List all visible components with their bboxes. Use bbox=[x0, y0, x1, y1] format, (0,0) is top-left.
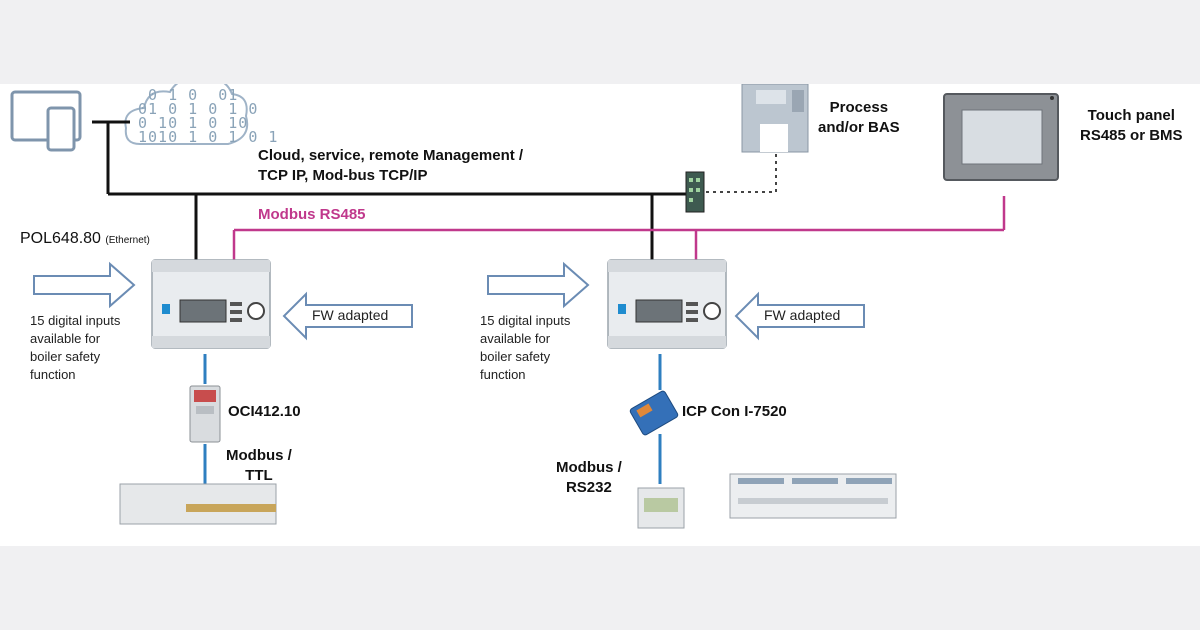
fw-adapted-right-label: FW adapted bbox=[764, 307, 841, 323]
dotted-link bbox=[706, 144, 777, 193]
network-switch-icon bbox=[685, 171, 705, 213]
fw-adapted-arrow-left bbox=[282, 291, 413, 341]
touch-panel-label: Touch panel RS485 or BMS bbox=[1080, 107, 1183, 144]
digital-inputs-arrow-right bbox=[487, 261, 590, 309]
process-device-icon bbox=[741, 84, 809, 153]
io-module-left-icon bbox=[119, 483, 277, 525]
oci-module-icon bbox=[189, 385, 221, 443]
ethernet-bus bbox=[92, 120, 686, 260]
display-unit-icon bbox=[637, 487, 685, 529]
controller-right-icon bbox=[607, 259, 727, 349]
modbus-rs485-label: Modbus RS485 bbox=[258, 206, 366, 223]
controller-left-icon bbox=[151, 259, 271, 349]
touch-panel-icon bbox=[943, 93, 1059, 181]
digital-inputs-right-text: 15 digital inputs available for boiler s… bbox=[480, 313, 571, 382]
pol-model-label: POL648.80 (Ethernet) bbox=[20, 230, 150, 247]
process-label: Process and/or BAS bbox=[818, 99, 900, 136]
binary-cloud-text: 0 1 0 01 01 0 1 0 1 0 0 10 1 0 10 1010 1… bbox=[138, 86, 279, 146]
cloud-label: Cloud, service, remote Management / TCP … bbox=[258, 147, 524, 184]
network-diagram bbox=[10, 84, 1059, 529]
fw-adapted-arrow-right bbox=[734, 291, 865, 341]
diagram-canvas: 0 1 0 01 01 0 1 0 1 0 0 10 1 0 10 1010 1… bbox=[0, 84, 1200, 546]
digital-inputs-arrow-left bbox=[33, 261, 136, 309]
digital-inputs-left-text: 15 digital inputs available for boiler s… bbox=[30, 313, 121, 382]
modbus-rs232-label: Modbus / RS232 bbox=[556, 459, 622, 496]
tablet-device-icon bbox=[10, 90, 82, 152]
oci-label: OCI412.10 bbox=[228, 403, 301, 420]
modbus-ttl-label: Modbus / TTL bbox=[226, 447, 292, 484]
icp-label: ICP Con I-7520 bbox=[682, 403, 787, 420]
blue-links bbox=[203, 354, 662, 494]
cloud-icon bbox=[124, 84, 249, 145]
io-module-right-icon bbox=[729, 473, 897, 519]
rs485-bus bbox=[232, 196, 1006, 260]
fw-adapted-left-label: FW adapted bbox=[312, 307, 389, 323]
icp-con-module-icon bbox=[629, 390, 679, 436]
